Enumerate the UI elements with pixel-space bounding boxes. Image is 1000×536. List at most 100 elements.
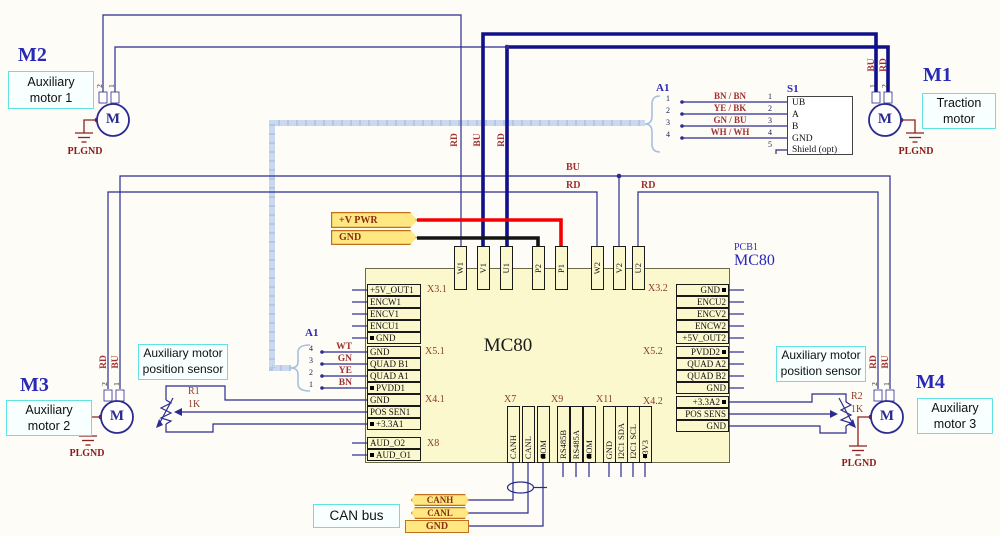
r1-ref: R1 xyxy=(188,386,200,397)
pin-top-u1: U1 xyxy=(499,246,513,290)
wire-label-rd: RD xyxy=(869,355,879,369)
pin-x7-com: COM xyxy=(536,406,550,463)
motor-symbols xyxy=(96,91,904,434)
r1-value: 1K xyxy=(188,399,201,410)
wire-label-gn: GN xyxy=(337,354,352,364)
m4-pin2-number: 2 xyxy=(870,382,879,386)
s1-pin5-number: 5 xyxy=(768,140,772,149)
designator-a1-left: A1 xyxy=(305,327,319,339)
wire-label-rd: RD xyxy=(641,180,656,191)
pin-top-w1: W1 xyxy=(453,246,467,290)
m4-pin1-number: 1 xyxy=(882,382,891,386)
r2-ref: R2 xyxy=(851,391,863,402)
pin-x8-audo2: AUD_O2 xyxy=(367,437,421,449)
wire-label-wt: WT xyxy=(336,342,352,352)
conn-x11-label: X11 xyxy=(596,394,613,405)
gnd-wire xyxy=(417,236,540,246)
pin-x52-quadb2: QUAD B2 xyxy=(676,370,729,382)
plgnd-m3: PLGND xyxy=(69,448,105,459)
pin-x52-pvdd2: PVDD2 xyxy=(676,346,729,358)
a1l-pin2: 2 xyxy=(309,368,313,377)
pin-x31-gnd: GND xyxy=(367,332,421,344)
pin-x51-quada1: QUAD A1 xyxy=(367,370,421,382)
pin-x8-audo1: AUD_O1 xyxy=(367,449,421,461)
callout-position-sensor-left: Auxiliary motor position sensor xyxy=(138,344,228,380)
callout-can-bus: CAN bus xyxy=(313,504,400,528)
motor-m1-letter: M xyxy=(877,111,893,127)
pin-x32-encu2: ENCU2 xyxy=(676,296,729,308)
wire-label-bu: BU xyxy=(473,133,483,147)
net-gnd-bottom: GND xyxy=(405,520,469,533)
signal-wires xyxy=(102,14,891,527)
m2-pin1-number: 1 xyxy=(107,84,116,88)
s1-pin-a: A xyxy=(792,110,799,120)
wire-label-rd: RD xyxy=(879,58,889,72)
m1-pin2-number: 2 xyxy=(880,84,889,88)
a1r-pin1: 1 xyxy=(666,94,670,103)
pin-x9-rs485a: RS485A xyxy=(569,406,583,463)
pin-x42-33a2: +3.3A2 xyxy=(676,396,729,408)
s1-pin-b: B xyxy=(792,122,799,132)
plgnd-m4: PLGND xyxy=(841,458,877,469)
conn-x42-label: X4.2 xyxy=(643,396,663,407)
ground-symbols xyxy=(75,119,924,456)
r2-wiper-arrow xyxy=(830,410,838,418)
designator-m1: M1 xyxy=(923,64,952,86)
designator-m2: M2 xyxy=(18,44,47,66)
a1l-pin3: 3 xyxy=(309,356,313,365)
pin-x31-encv1: ENCV1 xyxy=(367,308,421,320)
r2-value: 1K xyxy=(851,404,864,415)
net-vpwr: +V PWR xyxy=(331,212,417,228)
pin-x32-gnd: GND xyxy=(676,284,729,296)
callout-aux-motor-3: Auxiliary motor 3 xyxy=(917,398,993,434)
traction-phase-wires xyxy=(481,32,890,246)
m2-pin2-number: 2 xyxy=(95,84,104,88)
pin-x51-pvdd1: PVDD1 xyxy=(367,382,421,394)
s1-pin3-number: 3 xyxy=(768,116,772,125)
motor-m3-letter: M xyxy=(109,408,125,424)
pin-x41-gnd: GND xyxy=(367,394,421,406)
conn-x32-label: X3.2 xyxy=(648,283,668,294)
r1-adjust-arrow xyxy=(156,419,163,428)
net-canh: CANH xyxy=(411,494,469,506)
wire-label-bn: BN xyxy=(338,378,352,388)
wire-label-bu: BU xyxy=(111,355,121,369)
pin-x32-encv2: ENCV2 xyxy=(676,308,729,320)
pin-x11-3v3: +3V3 xyxy=(638,406,652,463)
pin-top-u2: U2 xyxy=(631,246,645,290)
pin-x32-5vout2: +5V_OUT2 xyxy=(676,332,729,344)
pcb-name: MC80 xyxy=(734,252,775,269)
wire-label-bu: BU xyxy=(881,355,891,369)
conn-x7-label: X7 xyxy=(504,394,517,405)
s1-sensor-box: UB A B GND Shield (opt) xyxy=(787,96,853,155)
conn-x41-label: X4.1 xyxy=(425,394,445,405)
pin-x52-gnd: GND xyxy=(676,382,729,394)
pin1-marker xyxy=(540,454,545,458)
s1-pin2-number: 2 xyxy=(768,104,772,113)
s1-pin1-number: 1 xyxy=(768,92,772,101)
conn-x8-label: X8 xyxy=(427,438,440,449)
conn-x52-label: X5.2 xyxy=(643,346,663,357)
cable-color-2: YE / BK xyxy=(713,103,747,113)
pin-x7-canh: CANH xyxy=(506,406,520,463)
wire-label-rd: RD xyxy=(566,180,581,191)
designator-s1: S1 xyxy=(787,83,799,95)
pin-x32-encw2: ENCW2 xyxy=(676,320,729,332)
pin-x31-5vout1: +5V_OUT1 xyxy=(367,284,421,296)
pin-x41-possen1: POS SEN1 xyxy=(367,406,421,418)
pin-x51-gnd: GND xyxy=(367,346,421,358)
m3-pin2-number: 2 xyxy=(100,382,109,386)
wire-label-bu: BU xyxy=(867,58,877,72)
pin-x52-quada2: QUAD A2 xyxy=(676,358,729,370)
wire-label-rd: RD xyxy=(450,133,460,147)
wire-label-rd: RD xyxy=(497,133,507,147)
designator-m4: M4 xyxy=(916,371,945,393)
r1-wiper-arrow xyxy=(174,408,182,416)
plgnd-m2: PLGND xyxy=(67,146,103,157)
cable-color-4: WH / WH xyxy=(710,127,750,137)
pin-x41-33a1: +3.3A1 xyxy=(367,418,421,430)
motor-m4-letter: M xyxy=(879,408,895,424)
a1-braces xyxy=(289,95,661,392)
